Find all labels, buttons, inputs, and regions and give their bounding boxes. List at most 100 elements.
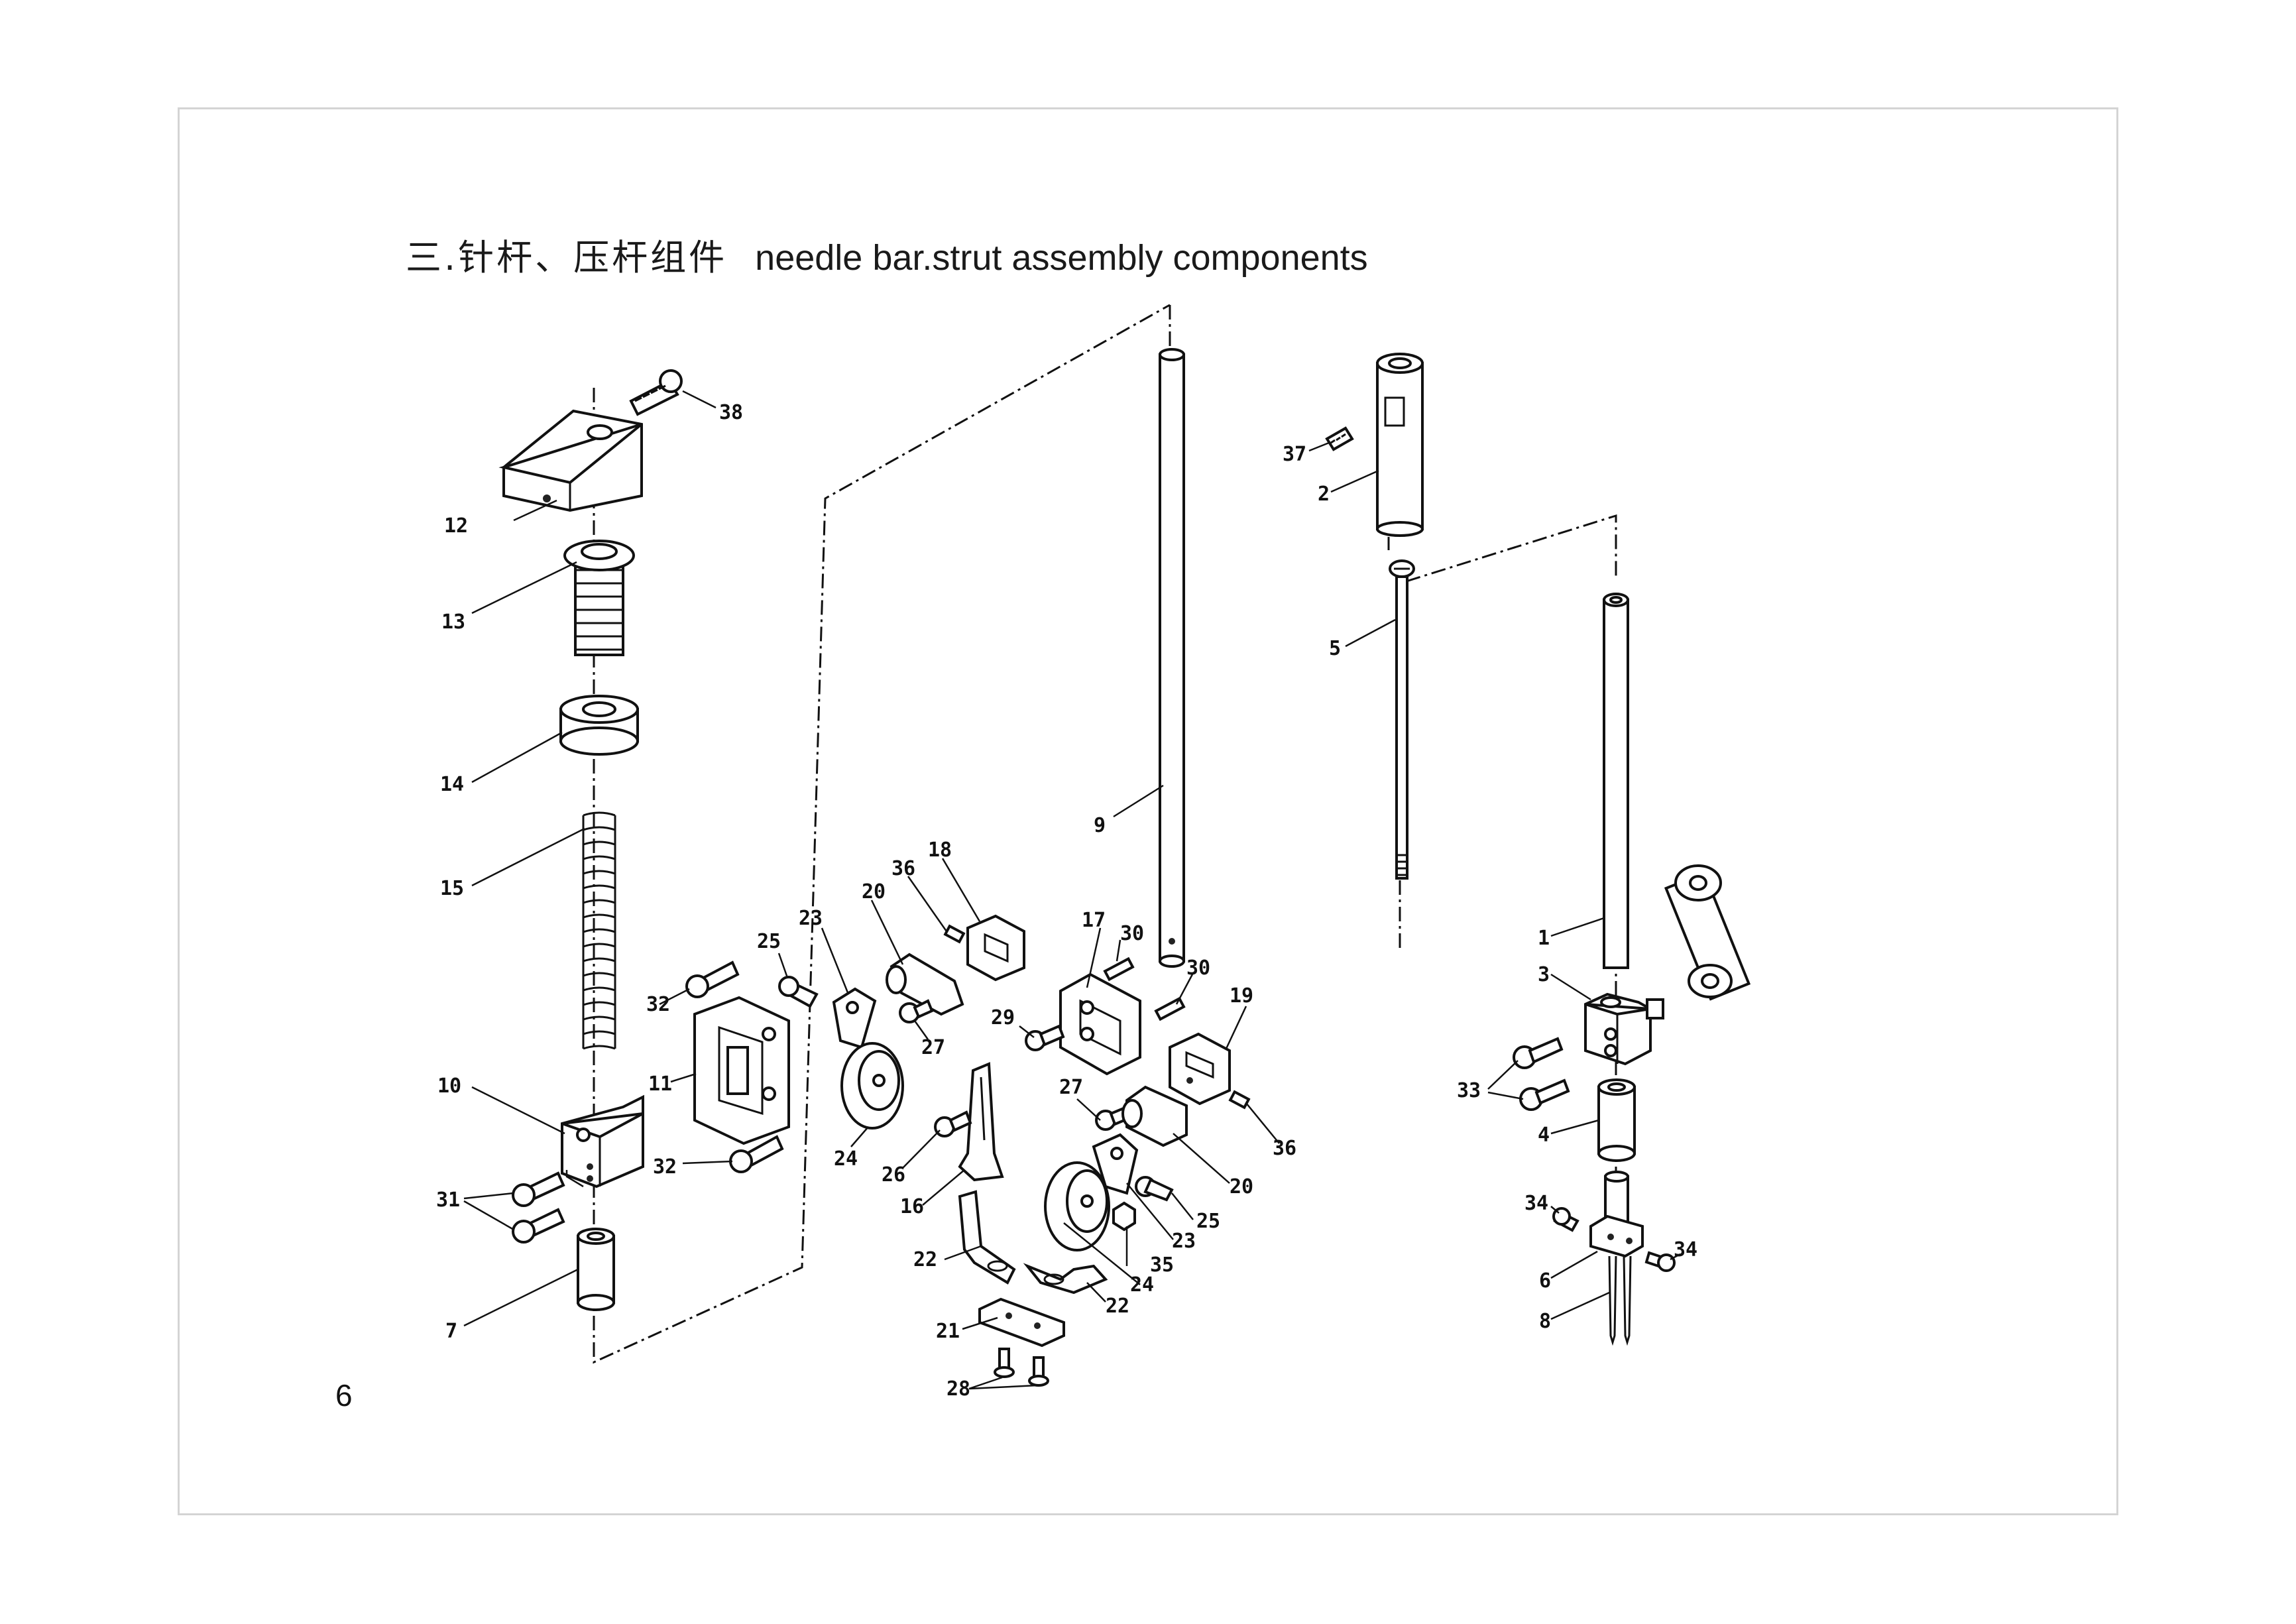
part-34-screw-right [1644, 1251, 1676, 1272]
callout-12: 12 [444, 514, 468, 538]
callout-28: 28 [947, 1377, 970, 1401]
callout-23-right: 23 [1172, 1230, 1196, 1253]
callout-25-left: 25 [757, 930, 781, 953]
callout-26: 26 [882, 1163, 905, 1187]
callout-3: 3 [1538, 963, 1550, 986]
part-9-strut-bar [1159, 348, 1185, 968]
callout-6: 6 [1539, 1269, 1551, 1293]
part-22-foot-plate-left [958, 1190, 1016, 1285]
callout-29: 29 [991, 1006, 1015, 1029]
callout-17: 17 [1082, 909, 1106, 932]
callout-20-right: 20 [1230, 1175, 1253, 1198]
part-19-block [1169, 1032, 1231, 1106]
callout-25-right: 25 [1196, 1210, 1220, 1233]
leader-lines [463, 390, 1681, 1390]
part-13-threaded-sleeve [563, 540, 635, 656]
part-23-lever-left [832, 987, 877, 1049]
part-25-screw-right [1135, 1176, 1174, 1202]
part-21-plate [978, 1297, 1065, 1348]
callout-9: 9 [1094, 814, 1106, 837]
callout-labels: 38 12 13 14 15 10 31 7 32 11 32 9 25 23 … [436, 401, 1697, 1401]
callout-2: 2 [1318, 483, 1330, 506]
part-30-pin-lower [1154, 996, 1186, 1021]
callout-1: 1 [1538, 927, 1550, 950]
part-7-bushing [577, 1228, 615, 1311]
callout-20-left: 20 [862, 880, 886, 903]
callout-23-left: 23 [799, 907, 823, 930]
callout-14: 14 [440, 773, 464, 796]
part-15-spring [582, 811, 616, 1050]
page-frame [178, 107, 2118, 1515]
part-37-setscrew [1325, 426, 1354, 451]
callout-21: 21 [936, 1320, 960, 1343]
callout-24-left: 24 [834, 1147, 858, 1171]
callout-10: 10 [437, 1074, 461, 1098]
part-10-clamp-block [561, 1094, 644, 1189]
callout-8: 8 [1539, 1310, 1551, 1333]
callout-34-left: 34 [1524, 1192, 1548, 1215]
callout-30-upper: 30 [1120, 922, 1144, 945]
callout-13: 13 [441, 610, 465, 634]
part-18-block [966, 914, 1025, 982]
part-25-screw-left [778, 976, 819, 1008]
part-29-screw [1025, 1024, 1065, 1051]
callout-11: 11 [648, 1073, 672, 1096]
callout-15: 15 [440, 877, 464, 900]
part-16-presser-foot [958, 1062, 1004, 1182]
callout-36-right: 36 [1273, 1137, 1296, 1160]
part-8-needles [1608, 1255, 1632, 1346]
callout-19: 19 [1230, 984, 1253, 1008]
callout-38: 38 [719, 401, 743, 424]
part-35-nut [1112, 1201, 1136, 1232]
callout-24-right: 24 [1130, 1273, 1154, 1297]
callout-27-right: 27 [1059, 1076, 1083, 1099]
callout-35: 35 [1150, 1253, 1174, 1277]
callout-32-upper: 32 [646, 993, 670, 1016]
callout-16: 16 [900, 1195, 924, 1218]
callout-4: 4 [1538, 1124, 1550, 1147]
callout-18: 18 [928, 839, 952, 862]
part-36-setscrew-right [1228, 1090, 1251, 1110]
callout-5: 5 [1329, 637, 1341, 660]
part-12-presser-block [498, 409, 643, 512]
page-title: 三.针杆、压杆组件 needle bar.strut assembly compo… [406, 240, 1368, 276]
part-20-bracket-right [1121, 1085, 1188, 1147]
part-24-roller-right [1044, 1161, 1110, 1251]
part-17-bracket [1059, 972, 1141, 1076]
callout-22-right: 22 [1106, 1295, 1129, 1318]
part-3-connector-block [1584, 992, 1664, 1066]
callout-27-left: 27 [921, 1036, 945, 1059]
callout-30-lower: 30 [1186, 957, 1210, 980]
part-2-sleeve [1376, 353, 1424, 537]
needle-bar-link [1664, 864, 1751, 1001]
title-english: needle bar.strut assembly components [755, 238, 1368, 278]
callout-37: 37 [1283, 443, 1306, 466]
part-14-knurled-nut [559, 695, 639, 756]
part-5-rod [1389, 559, 1415, 880]
callout-34-right: 34 [1674, 1238, 1697, 1261]
part-32-screw-lower [729, 1135, 784, 1173]
part-28-screws [994, 1348, 1049, 1387]
part-22-foot-plate-right [1023, 1263, 1108, 1295]
part-27-screw-left [899, 999, 934, 1023]
callout-31: 31 [436, 1189, 460, 1212]
title-chinese: 三.针杆、压杆组件 [406, 237, 728, 278]
callout-7: 7 [445, 1320, 457, 1343]
part-31-screws [512, 1171, 565, 1244]
part-20-bracket-left [886, 953, 964, 1016]
part-36-setscrew-top [943, 924, 966, 944]
callout-36-top: 36 [891, 857, 915, 880]
page-number: 6 [335, 1378, 353, 1413]
part-1-needle-bar [1603, 593, 1629, 969]
part-24-roller-left [840, 1042, 904, 1130]
callout-32-lower: 32 [653, 1155, 677, 1179]
part-30-pin-upper [1103, 957, 1135, 982]
part-32-screw-upper [685, 960, 740, 998]
callout-33: 33 [1457, 1079, 1481, 1102]
part-11-guide-bracket [693, 996, 790, 1145]
part-6-needle-clamp [1589, 1171, 1644, 1258]
callout-22-left: 22 [913, 1248, 937, 1271]
part-26-screw [934, 1110, 972, 1137]
part-38-screw [629, 369, 683, 416]
